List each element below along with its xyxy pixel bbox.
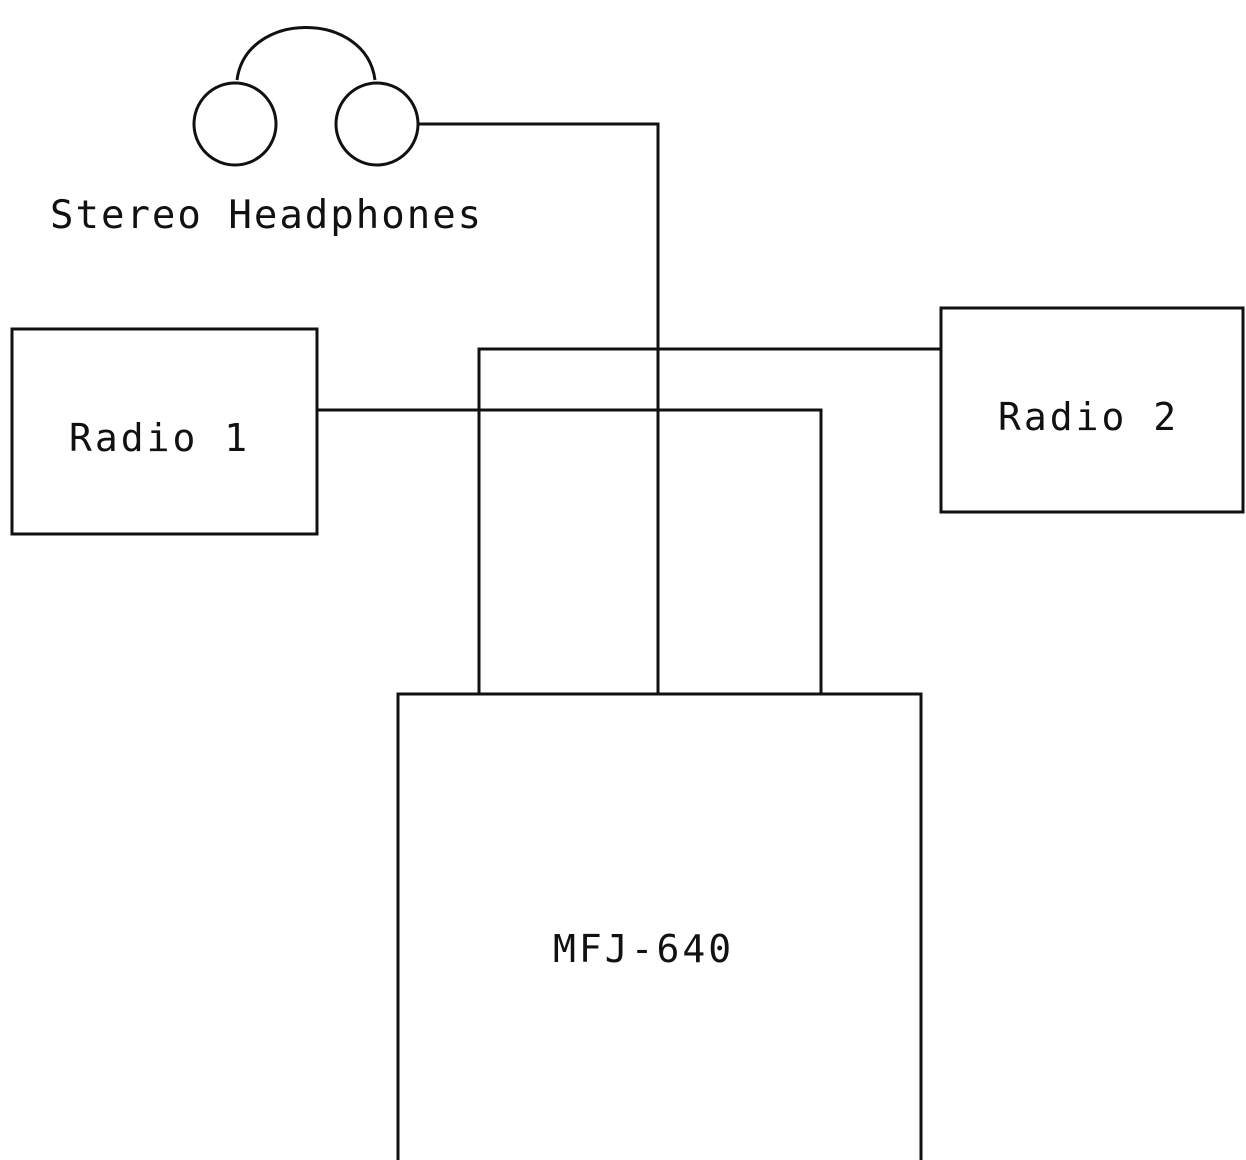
radio2-label: Radio 2 — [998, 395, 1179, 439]
headphones-left-earcup — [192, 81, 278, 167]
headphones-headband — [235, 26, 377, 81]
radio2-box — [939, 306, 1245, 514]
radio1-label: Radio 1 — [69, 416, 250, 460]
headphones-icon — [192, 26, 420, 167]
headphones-wire — [418, 122, 660, 694]
mfj640-label: MFJ-640 — [553, 927, 734, 971]
radio1-box — [10, 327, 319, 536]
mfj640-box — [396, 692, 923, 1160]
headphones-right-earcup — [334, 81, 420, 167]
headphones-label: Stereo Headphones — [50, 193, 483, 238]
radio2-wire — [477, 347, 941, 694]
radio1-wire — [317, 408, 823, 694]
